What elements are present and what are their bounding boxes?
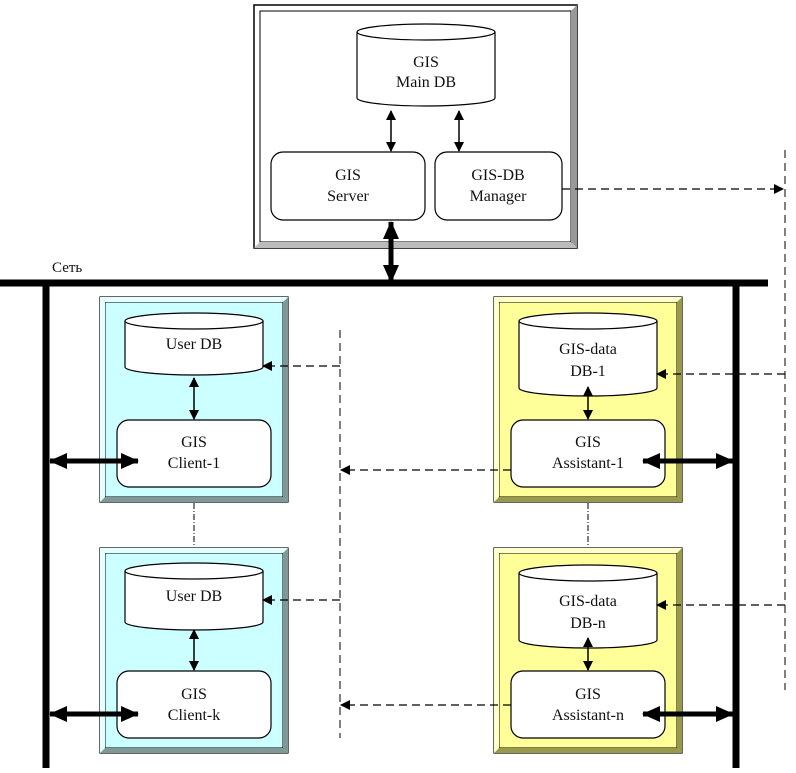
client-1-label-1: GIS xyxy=(181,434,207,451)
user-db-k-cylinder: User DB xyxy=(124,562,264,631)
gis-data-db-n-label-1: GIS-data xyxy=(559,593,617,610)
assistant-1-label-2: Assistant-1 xyxy=(552,455,624,472)
gis-data-db-1-label-2: DB-1 xyxy=(570,363,606,380)
gis-server-label-2: Server xyxy=(327,188,369,205)
manager-label-1: GIS-DB xyxy=(471,167,524,184)
assistant-n-label-1: GIS xyxy=(575,686,601,703)
client-1-label-2: Client-1 xyxy=(168,455,220,472)
gis-data-db-n-cylinder: GIS-data DB-n xyxy=(518,564,658,649)
assistant-n-label-2: Assistant-n xyxy=(552,707,624,724)
main-db-label-2: Main DB xyxy=(396,74,456,91)
gis-data-db-1-label-1: GIS-data xyxy=(559,341,617,358)
client-k-label-1: GIS xyxy=(181,686,207,703)
gis-server-label-1: GIS xyxy=(335,167,361,184)
gis-assistant-1-box: GIS Assistant-1 xyxy=(510,419,666,488)
gis-assistant-n-box: GIS Assistant-n xyxy=(510,670,666,739)
gis-data-db-n-label-2: DB-n xyxy=(570,615,606,632)
gis-client-1-box: GIS Client-1 xyxy=(116,419,272,488)
user-db-1-cylinder: User DB xyxy=(124,312,264,376)
main-db-label-1: GIS xyxy=(413,54,439,71)
client-k-label-2: Client-k xyxy=(168,707,220,724)
gis-db-manager-box: GIS-DB Manager xyxy=(434,151,563,221)
gis-server-box: GIS Server xyxy=(270,151,426,221)
user-db-k-label: User DB xyxy=(166,588,222,605)
manager-label-2: Manager xyxy=(470,188,528,205)
user-db-1-label: User DB xyxy=(166,336,222,353)
assistant-1-label-1: GIS xyxy=(575,434,601,451)
gis-client-k-box: GIS Client-k xyxy=(116,670,272,739)
main-db-cylinder: GIS Main DB xyxy=(356,23,496,107)
network-label: Сеть xyxy=(52,260,82,276)
gis-data-db-1-cylinder: GIS-data DB-1 xyxy=(518,312,658,397)
